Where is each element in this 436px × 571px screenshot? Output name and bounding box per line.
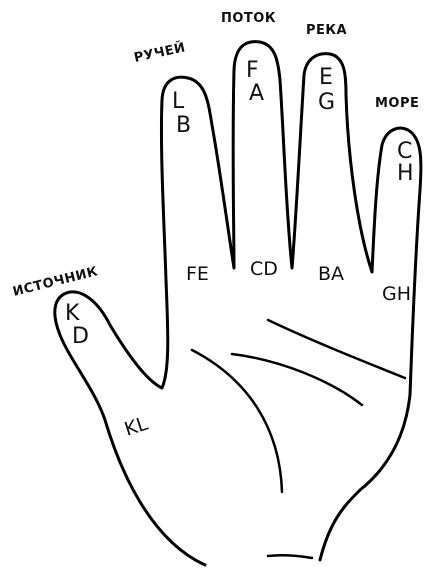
- pinky-bottom-letter: H: [397, 161, 414, 186]
- ring-top-letter: E: [319, 65, 333, 90]
- label-index-word: РУЧЕЙ: [133, 39, 188, 66]
- label-middle-word: ПОТОК: [221, 11, 276, 26]
- ring-bottom-letter: G: [318, 90, 335, 115]
- thumb-bottom-letter: D: [72, 324, 89, 349]
- wrist-line: [268, 555, 312, 558]
- middle-bottom-letter: A: [249, 81, 264, 106]
- index-bottom-letter: B: [176, 113, 191, 138]
- pair-thumb-index: KL: [122, 413, 151, 441]
- index-top-letter: L: [172, 89, 185, 114]
- pair-middle-ring: CD: [250, 258, 278, 280]
- middle-top-letter: F: [246, 58, 259, 83]
- pair-ring-pinky: BA: [318, 263, 344, 285]
- life-line: [192, 350, 282, 492]
- heart-line: [268, 320, 405, 378]
- label-pinky-word: МОРЕ: [375, 96, 419, 111]
- pair-pinky-base: GH: [382, 283, 411, 305]
- hand-outline: [55, 42, 421, 565]
- pair-index-middle: FE: [186, 263, 209, 285]
- label-ring-word: РЕКА: [306, 23, 347, 38]
- thumb-top-letter: K: [65, 301, 80, 326]
